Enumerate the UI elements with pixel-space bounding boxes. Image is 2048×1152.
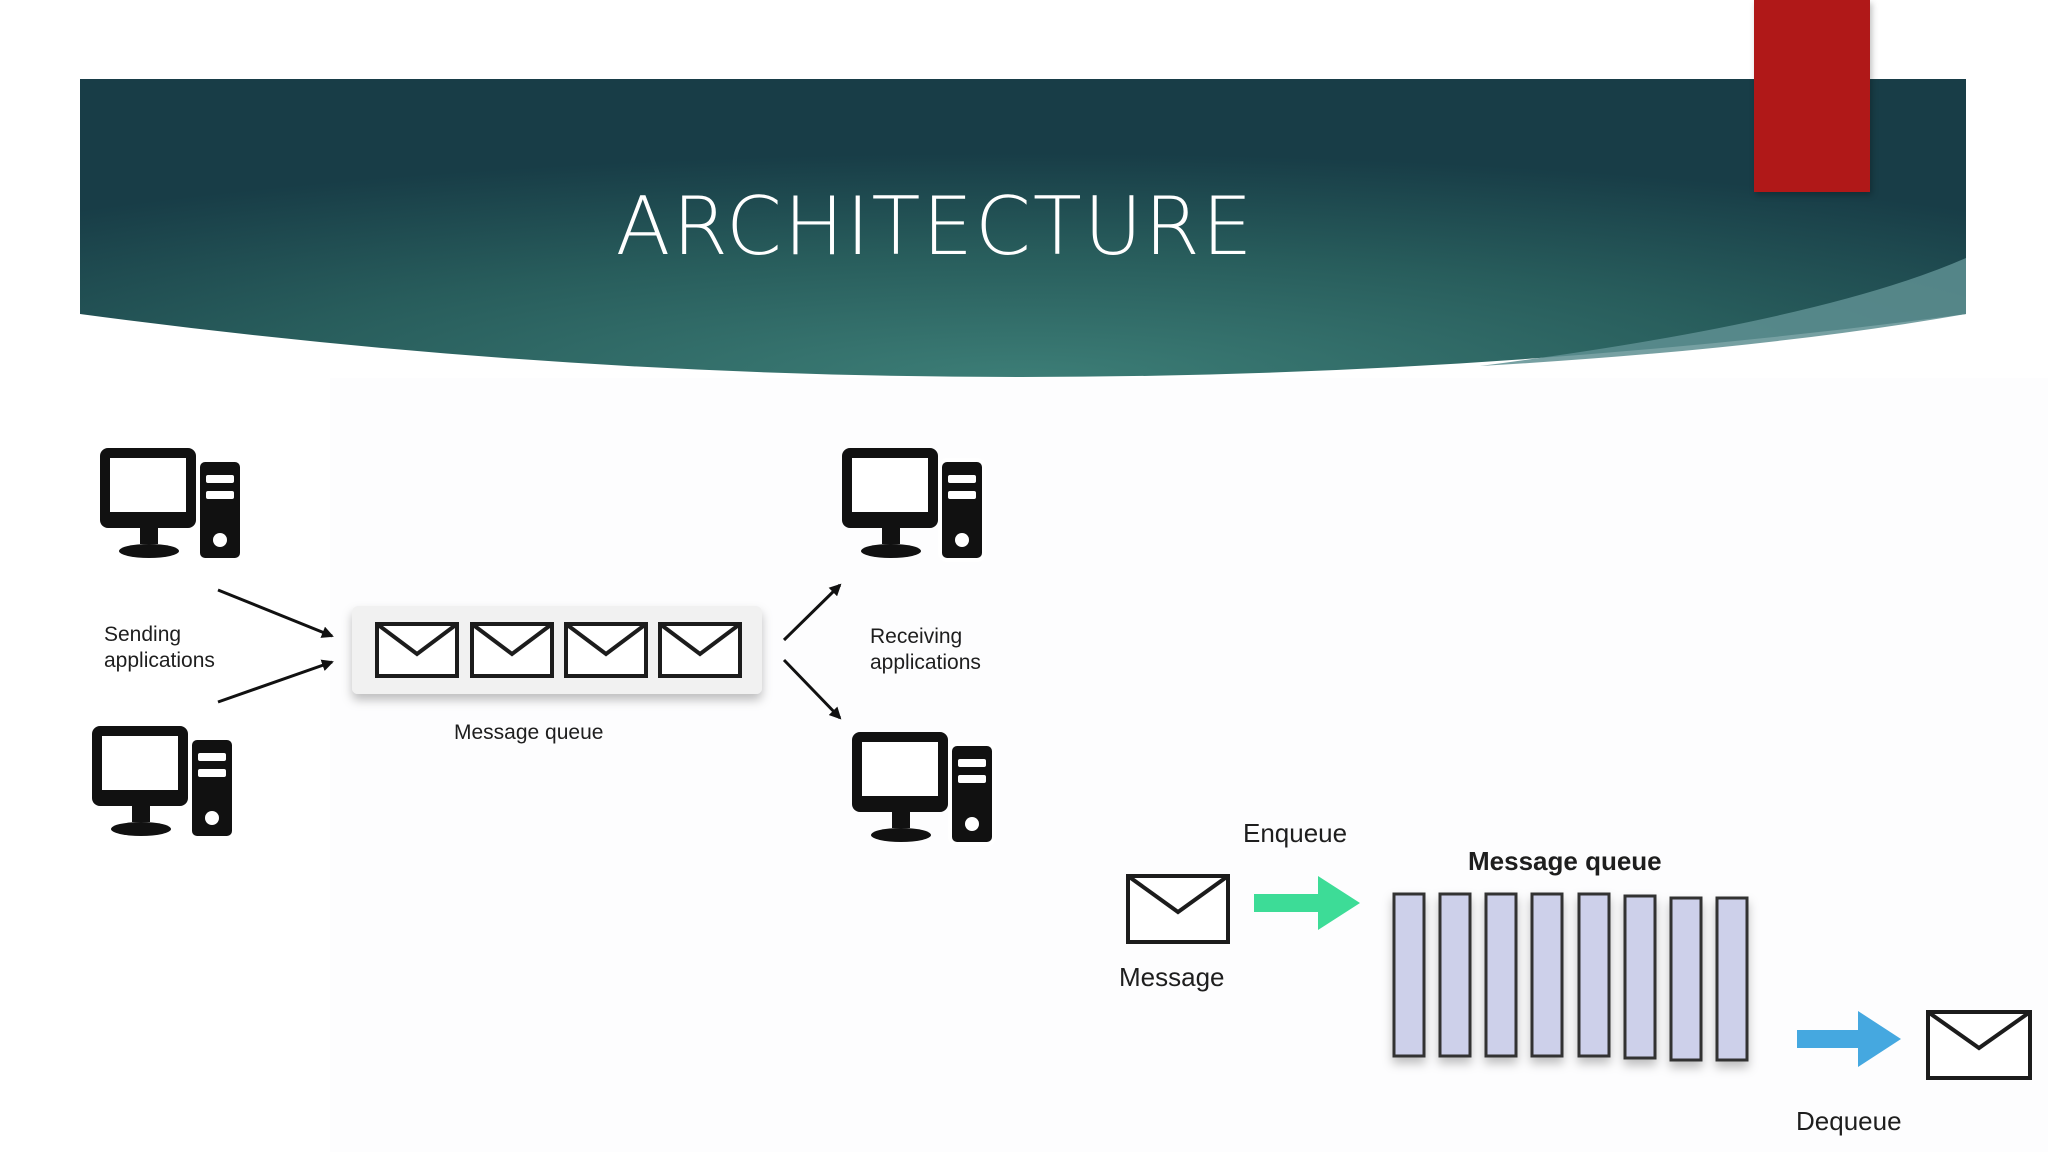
arrow-icon bbox=[782, 583, 842, 642]
envelope-icon bbox=[470, 622, 554, 678]
accent-tab bbox=[1754, 0, 1870, 192]
message-envelope-icon bbox=[1126, 874, 1230, 944]
arrow-icon bbox=[217, 588, 334, 638]
queue-title-label: Message queue bbox=[1468, 846, 1662, 876]
envelope-icon bbox=[375, 622, 459, 678]
sending-computer-icon-1 bbox=[98, 446, 244, 562]
slide-title: ARCHITECTURE bbox=[615, 180, 1255, 273]
message-queue-label: Message queue bbox=[454, 721, 604, 744]
arrow-icon bbox=[782, 658, 842, 720]
envelope-icon bbox=[658, 622, 742, 678]
enqueue-arrow-icon bbox=[1254, 876, 1360, 930]
sending-computer-icon-2 bbox=[90, 724, 236, 840]
receiving-computer-icon-1 bbox=[840, 446, 986, 562]
receiving-applications-label: Receiving applications bbox=[870, 625, 981, 674]
title-banner bbox=[80, 79, 1966, 377]
message-queue-slots bbox=[1392, 892, 1749, 1062]
dequeue-label: Dequeue bbox=[1796, 1106, 1902, 1136]
dequeued-envelope-icon bbox=[1926, 1010, 2032, 1080]
receiving-computer-icon-2 bbox=[850, 730, 996, 846]
arrow-icon bbox=[217, 659, 334, 704]
dequeue-arrow-icon bbox=[1797, 1011, 1901, 1067]
sending-applications-label: Sending applications bbox=[104, 623, 215, 672]
diagram-background bbox=[330, 378, 2048, 1152]
enqueue-label: Enqueue bbox=[1243, 818, 1348, 848]
message-label: Message bbox=[1119, 962, 1225, 992]
envelope-icon bbox=[564, 622, 648, 678]
